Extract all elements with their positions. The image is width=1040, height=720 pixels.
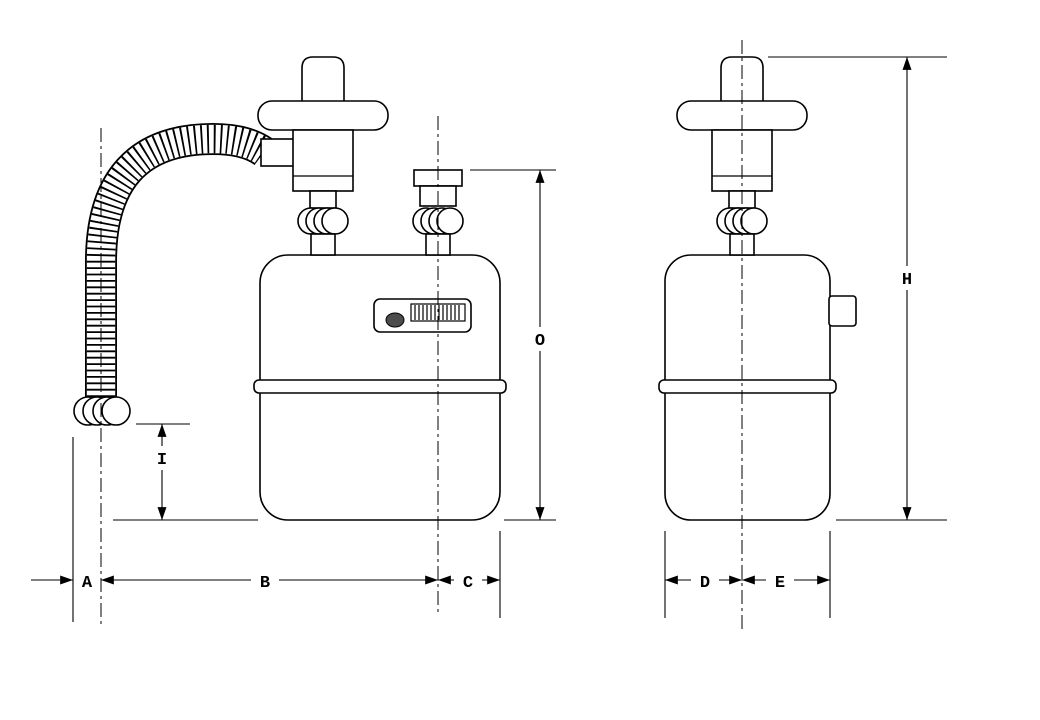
regulator-body [292,129,354,192]
dimension-label-d: D [700,574,710,593]
meter-seam-band-side [658,379,837,394]
regulator-hex-nut [297,207,349,235]
regulator-vent-cap [257,100,389,131]
hose-elbow-fitting [260,138,296,167]
dimension-labels: A B C D E O I H [82,266,921,593]
centerlines [100,40,743,630]
dimension-label-e: E [775,574,785,593]
extension-lines [72,56,947,622]
label-mask [893,266,921,290]
regulator-front [257,56,389,256]
odometer-digit-lines [414,305,460,320]
dimension-label-a: A [82,574,93,593]
flex-hose [85,122,274,397]
meter-seam-band-front [253,379,507,394]
label-mask [766,570,794,591]
hose-end-hex-nut [73,396,131,426]
dimension-label-i: I [157,451,167,470]
flex-hose-corrugation [86,124,273,397]
index-display [373,298,472,333]
regulator-outlet-pipe [310,233,336,256]
label-mask [251,570,279,591]
label-mask [150,446,174,470]
dimension-label-o: O [535,332,545,351]
regulator-stem [301,56,345,104]
dimension-label-b: B [260,574,270,593]
dimension-label-h: H [902,271,912,290]
nut-facet [321,207,349,235]
side-view [658,56,857,521]
nut-facet [101,396,131,426]
index-housing-side [828,295,857,327]
indicator-dot [385,312,405,328]
regulator-neck [309,190,337,209]
nut-facet [740,207,768,235]
inlet-hex-nut [412,207,464,235]
front-view [73,56,507,521]
label-mask [526,327,554,351]
label-mask [691,570,719,591]
regulator-body [711,129,773,192]
nut-facet [436,207,464,235]
regulator-hex-nut [716,207,768,235]
label-mask [454,570,482,591]
regulator-stem [720,56,764,104]
dimension-label-c: C [463,574,473,593]
